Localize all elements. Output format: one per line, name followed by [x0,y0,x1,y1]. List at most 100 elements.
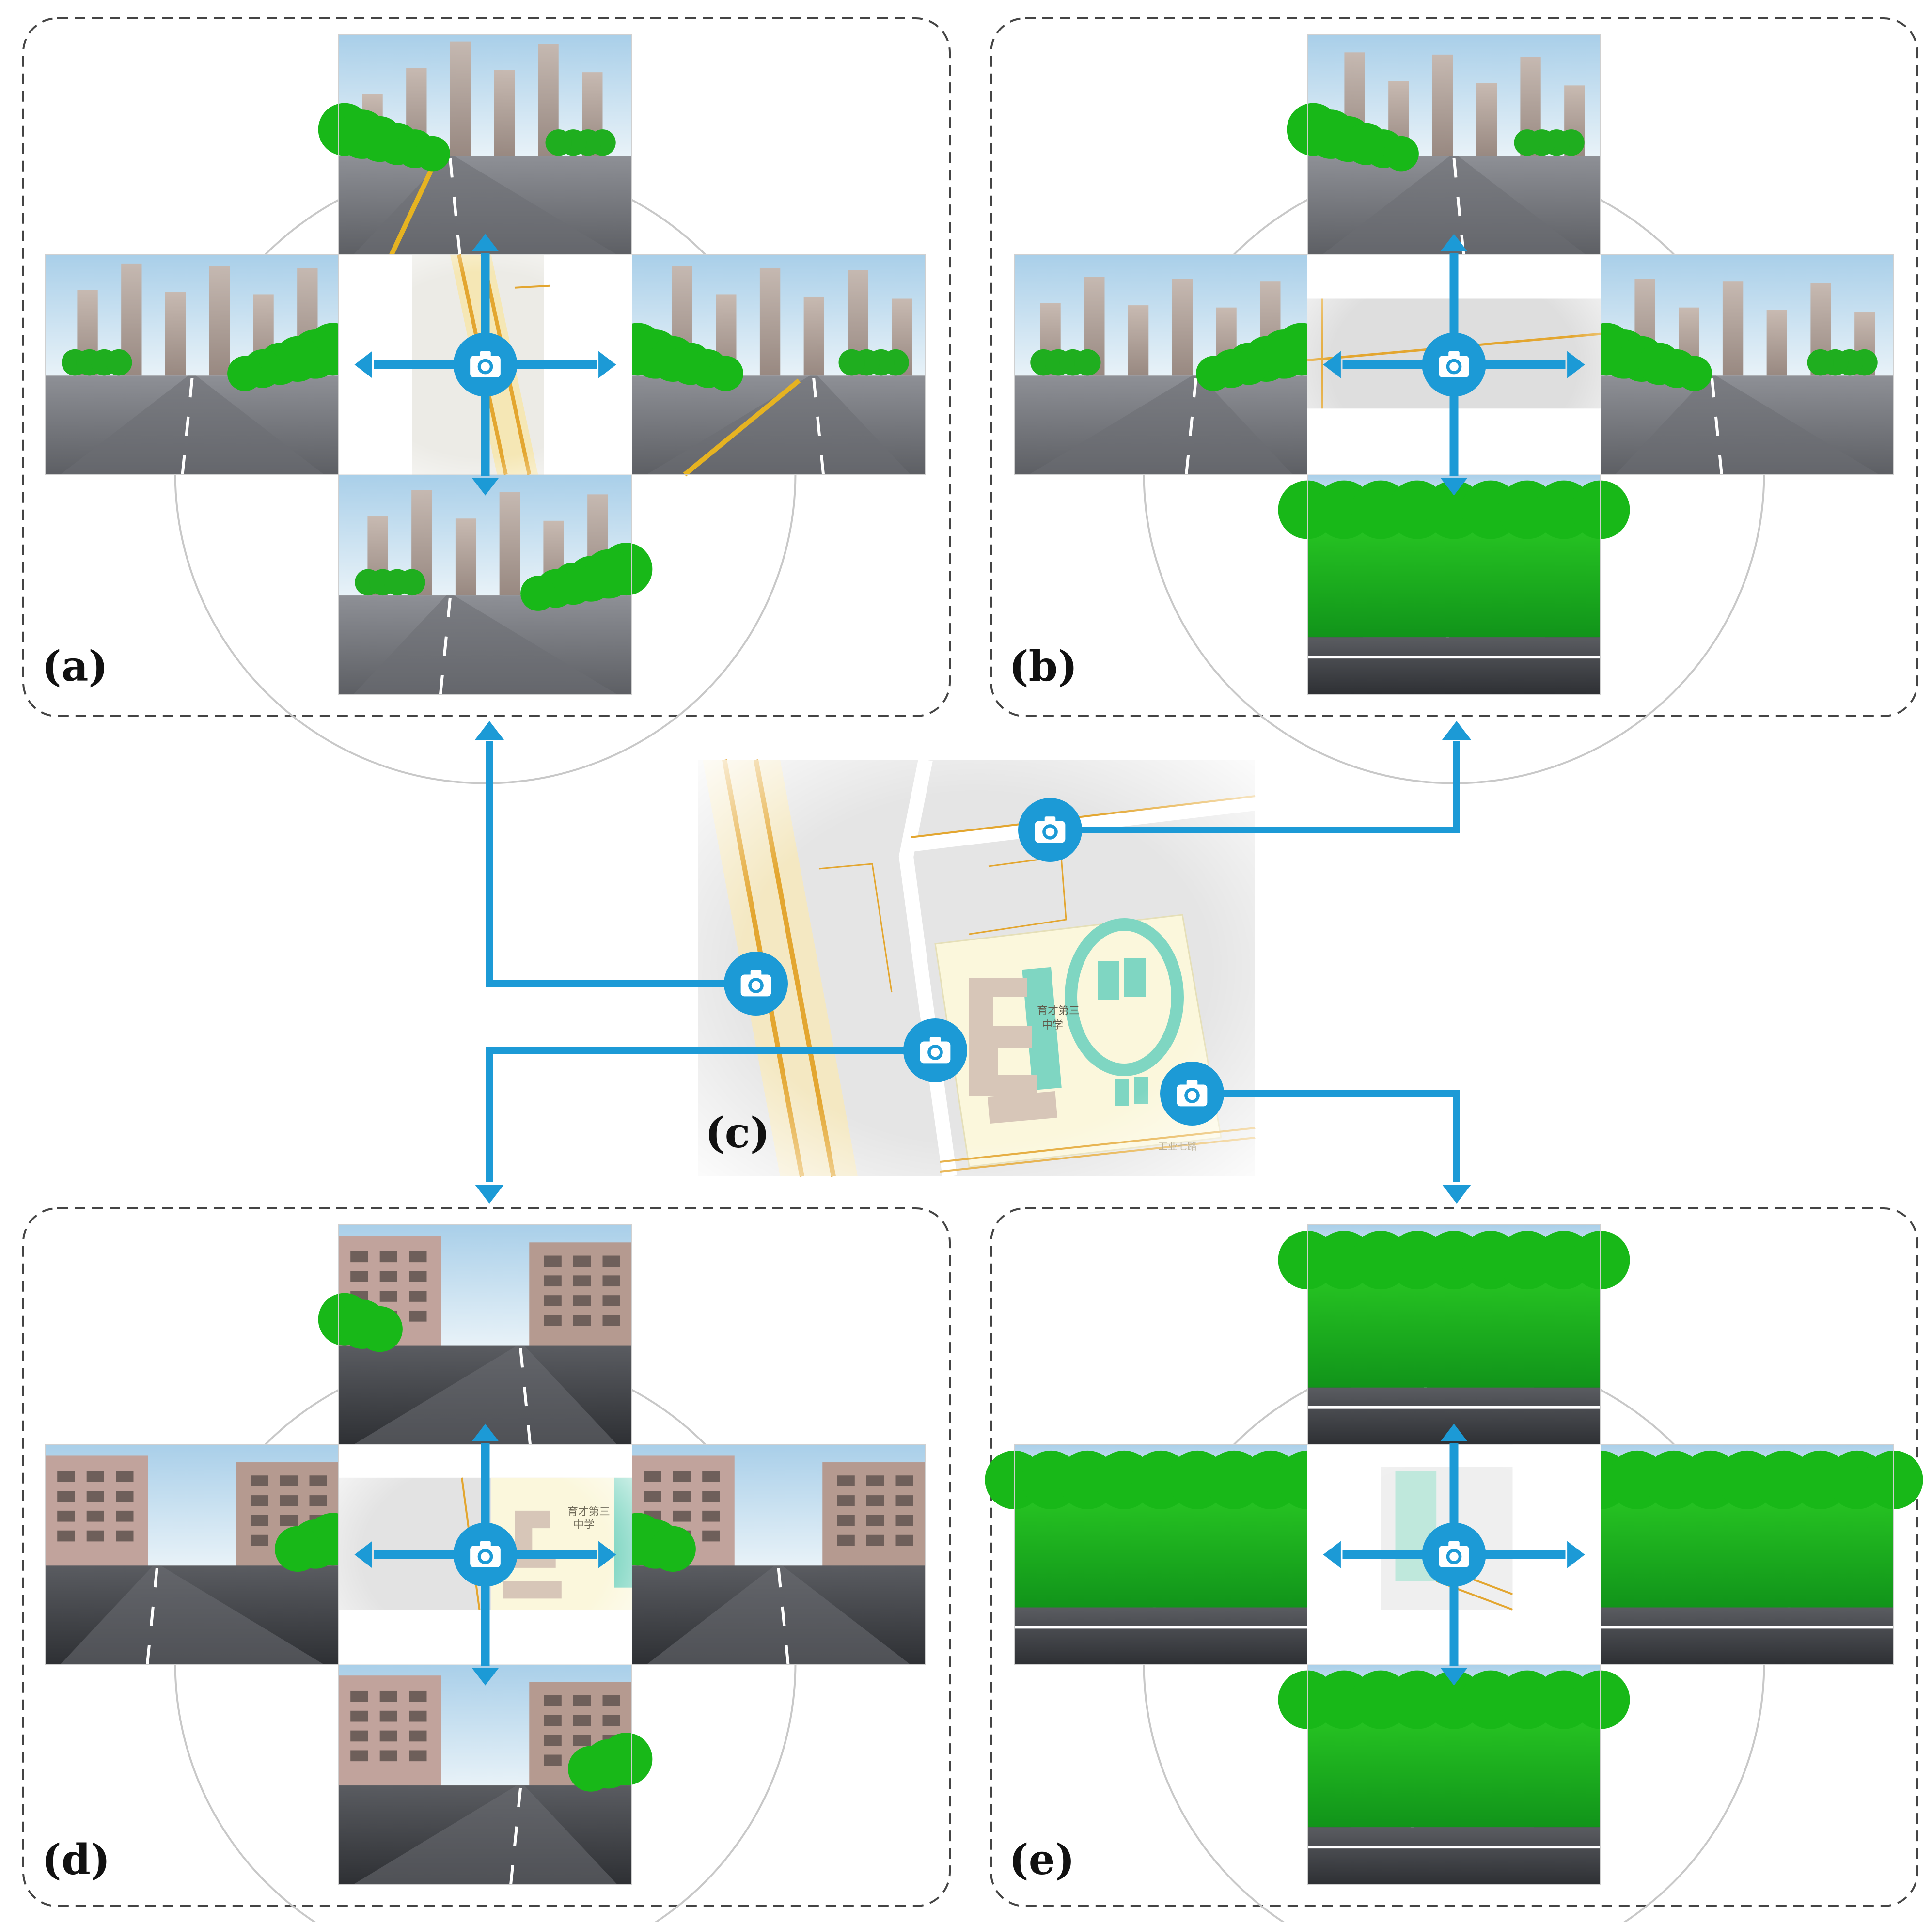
street-view-image [338,474,653,695]
tree [708,356,743,391]
street-view-image [338,1664,653,1885]
panel-border [990,1207,1918,1907]
connector-a [486,741,756,987]
arrow-head [1440,234,1468,252]
arrow-head [1440,1668,1468,1686]
tree [520,576,556,611]
panel-d: 育才第三中学(d) [22,1207,951,1924]
street-view-image [318,34,632,256]
building [759,267,781,376]
street-view-image [1278,1224,1630,1445]
lane-marking [519,1348,532,1445]
panel-border [990,17,1918,717]
arrow-head [1442,721,1471,740]
arrow-head [1440,1423,1468,1442]
building [165,292,186,376]
panel-e: (e) [985,1207,1923,1924]
direction-arrows [1323,234,1585,496]
street-view-image [45,1444,360,1665]
connectors [475,721,1471,1204]
tree [545,129,572,156]
street-view-image [45,254,360,475]
lane-marking [1452,158,1465,255]
panel-label: (a) [42,642,108,691]
building [1722,281,1744,376]
building [1128,305,1149,376]
street-view-image [611,254,926,477]
connector-d [486,1047,935,1182]
tree [838,349,865,376]
tree [1196,356,1231,391]
arrow-head [1440,478,1468,496]
arrow-head [471,234,499,252]
lane-marking [509,1787,522,1885]
tree [399,569,425,596]
panel-border [22,17,951,717]
street-view-image [611,1444,926,1665]
tree [1514,129,1540,156]
tree [650,1526,696,1572]
lane-marking [145,1568,158,1665]
tree [415,136,450,172]
building [499,492,520,596]
tree [1074,349,1101,376]
tree [106,349,132,376]
camera-icon [903,1018,967,1082]
camera-icon [724,952,788,1016]
tree [568,1746,614,1792]
tree [275,1526,321,1572]
panel-label: (e) [1009,1835,1075,1884]
panel-label: (b) [1009,642,1078,691]
arrow-head [475,721,504,740]
camera-icon [1160,1062,1224,1126]
building [1432,54,1453,156]
tree [357,1306,403,1352]
building [455,518,476,596]
direction-arrows [354,1423,616,1686]
arrow-head [471,478,499,496]
street-view-image [1580,254,1894,475]
yellow-line [683,378,801,477]
tree [1383,136,1419,172]
building [209,266,230,376]
lane-marking [448,158,461,255]
panel-a: (a) [22,17,951,784]
road [1307,1827,1601,1885]
tree [227,356,263,391]
lane-marking [777,1568,790,1665]
panel-label-c: (c) [705,1109,770,1158]
lane-marking [181,378,194,475]
direction-arrows [1323,1423,1585,1686]
arrow-head [354,1541,372,1568]
panel-border [22,1207,951,1907]
arrow-head [1567,1541,1585,1568]
lane-marking [812,378,825,475]
building [1476,83,1497,156]
arrow-head [1323,351,1341,378]
camera-icon [1422,1522,1486,1587]
camera-icon [1018,798,1082,862]
yellow-line [389,159,438,256]
lane-marking [439,597,452,695]
arrow-head [471,1423,499,1442]
arrow-head [598,1541,616,1568]
building [1172,279,1193,376]
arrow-head [1567,351,1585,378]
street-view-image [985,1444,1337,1665]
panel-label: (d) [42,1835,110,1884]
lane-marking [1710,378,1723,475]
street-view-image [1278,1664,1630,1885]
direction-arrows [354,234,616,496]
street-view-image [1287,34,1601,255]
road [1307,637,1601,695]
building [803,296,824,376]
panel-b: (b) [990,17,1918,784]
connector-e [1192,1090,1460,1182]
street-view-image [1571,1444,1923,1665]
arrow-head [471,1668,499,1686]
building [450,41,471,156]
arrow-head [598,351,616,378]
arrow-head [1442,1185,1471,1204]
lane-marking [1185,378,1198,475]
